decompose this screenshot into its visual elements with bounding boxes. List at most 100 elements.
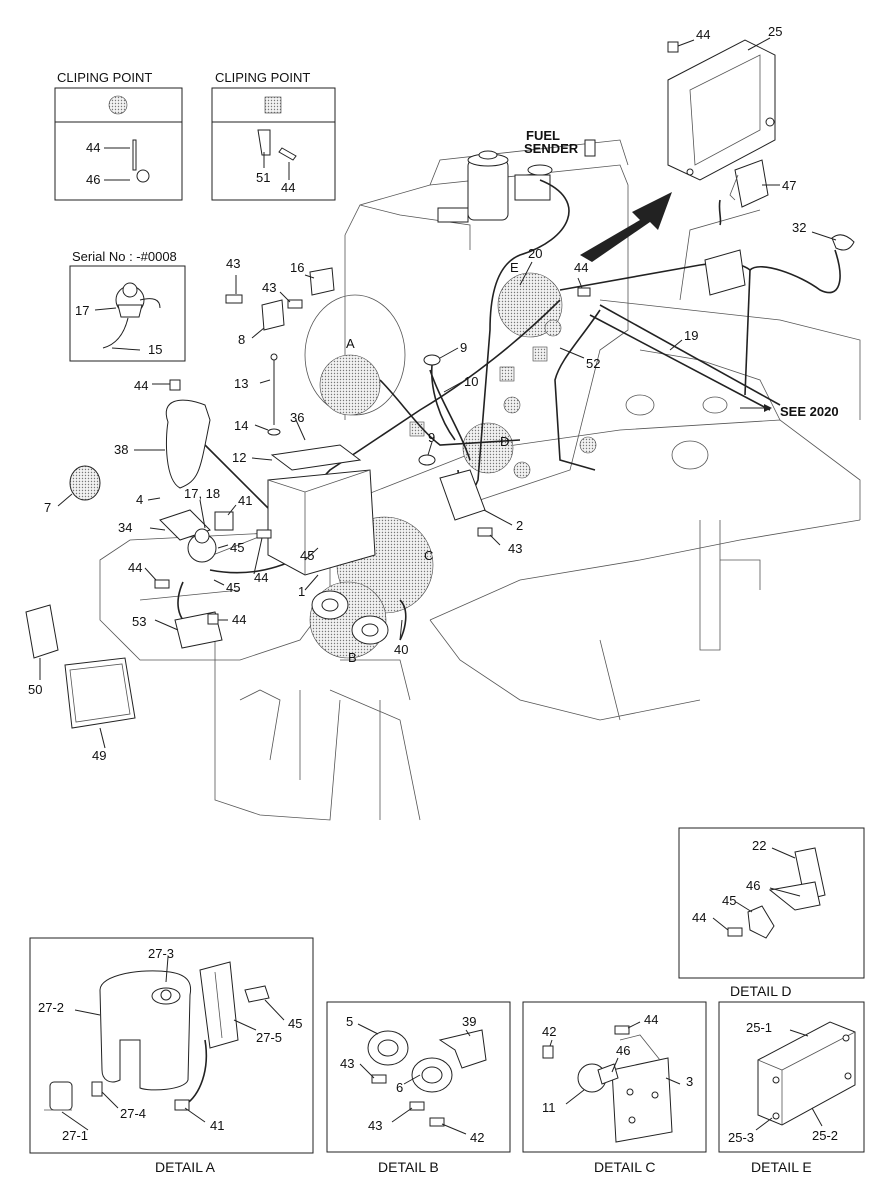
detail-d-label-46: 46 [746,878,760,893]
detail-c-label-42: 42 [542,1024,556,1039]
callout-44: 44 [134,378,148,393]
callout-32: 32 [792,220,806,235]
callout-17-18: 17, 18 [184,486,220,501]
main-parts [25,39,855,729]
detail-a: 27-3 27-2 27-5 45 27-4 27-1 41 DETAIL A [29,937,314,1175]
detail-b-label-5: 5 [346,1014,353,1029]
detail-c-caption: DETAIL C [594,1159,655,1175]
detail-zone-d [462,422,514,474]
detail-b-label-43-b: 43 [368,1118,382,1133]
detail-c-label-44: 44 [644,1012,658,1027]
main-labels: FUEL SENDER SEE 2020 44 25 47 32 20 E 44… [28,24,839,763]
detail-d-label-45: 45 [722,893,736,908]
detail-b-caption: DETAIL B [378,1159,439,1175]
detail-b-label-42: 42 [470,1130,484,1145]
clip-box-2: CLIPING POINT 51 44 [211,70,336,201]
callout-41: 41 [238,493,252,508]
detail-zone-a [319,354,381,416]
callout-52: 52 [586,356,600,371]
callout-c: C [424,548,433,563]
detail-b-label-39: 39 [462,1014,476,1029]
detail-c-label-3: 3 [686,1074,693,1089]
callout-50: 50 [28,682,42,697]
clip-box-2-label-51: 51 [256,170,270,185]
detail-e-label-25-2: 25-2 [812,1128,838,1143]
detail-d: 22 46 45 44 DETAIL D [678,827,865,999]
detail-c-label-46: 46 [616,1043,630,1058]
callout-43: 43 [508,541,522,556]
callout-a: A [346,336,355,351]
detail-a-label-27-2: 27-2 [38,1000,64,1015]
detail-c-label-11: 11 [542,1100,556,1115]
callout-44: 44 [232,612,246,627]
detail-a-label-45: 45 [288,1016,302,1031]
callout-25: 25 [768,24,782,39]
callout-9: 9 [428,430,435,445]
detail-a-caption: DETAIL A [155,1159,216,1175]
callout-38: 38 [114,442,128,457]
callout-34: 34 [118,520,132,535]
fuel-sender-label-1: FUEL [526,128,560,143]
detail-c: 44 42 46 3 11 DETAIL C [522,1001,707,1175]
callout-16: 16 [290,260,304,275]
callout-45: 45 [226,580,240,595]
callout-49: 49 [92,748,106,763]
callout-36: 36 [290,410,304,425]
callout-1: 1 [298,584,305,599]
detail-d-label-44: 44 [692,910,706,925]
detail-d-caption: DETAIL D [730,983,791,999]
serial-text: Serial No : -#0008 [72,249,177,264]
serial-label-15: 15 [148,342,162,357]
callout-20: 20 [528,246,542,261]
callout-40: 40 [394,642,408,657]
detail-e-label-25-1: 25-1 [746,1020,772,1035]
callout-9: 9 [460,340,467,355]
callout-47: 47 [782,178,796,193]
callout-10: 10 [464,374,478,389]
detail-e: 25-1 25-3 25-2 DETAIL E [718,1001,865,1175]
callout-43: 43 [262,280,276,295]
clip-box-2-title: CLIPING POINT [215,70,310,85]
callout-44: 44 [254,570,268,585]
direction-arrow [580,192,672,262]
callout-44: 44 [696,27,710,42]
callout-4: 4 [136,492,143,507]
detail-a-label-27-3: 27-3 [148,946,174,961]
machine-frame [99,139,861,821]
callout-8: 8 [238,332,245,347]
detail-zones [309,272,597,659]
callout-44: 44 [574,260,588,275]
callout-14: 14 [234,418,248,433]
detail-d-label-22: 22 [752,838,766,853]
callout-13: 13 [234,376,248,391]
callout-d: D [500,434,509,449]
detail-e-label-25-3: 25-3 [728,1130,754,1145]
clip-box-1-label-44: 44 [86,140,100,155]
clip-box-2-label-44: 44 [281,180,295,195]
callout-19: 19 [684,328,698,343]
serial-label-17: 17 [75,303,89,318]
callout-45: 45 [300,548,314,563]
callout-2: 2 [516,518,523,533]
clip-box-1-label-46: 46 [86,172,100,187]
fuel-sender-label-2: SENDER [524,141,579,156]
clip-point-round-icon [108,95,128,115]
detail-a-label-41: 41 [210,1118,224,1133]
detail-b-label-43: 43 [340,1056,354,1071]
detail-a-label-27-4: 27-4 [120,1106,146,1121]
detail-zone-e [497,272,563,338]
leader-lines [39,37,837,749]
callout-e: E [510,260,519,275]
callout-43: 43 [226,256,240,271]
detail-a-label-27-5: 27-5 [256,1030,282,1045]
callout-45: 45 [230,540,244,555]
detail-e-caption: DETAIL E [751,1159,812,1175]
serial-box: Serial No : -#0008 17 15 [69,249,186,362]
detail-b-label-6: 6 [396,1080,403,1095]
detail-b: 5 39 43 6 43 42 DETAIL B [326,1001,511,1175]
clip-box-1-title: CLIPING POINT [57,70,152,85]
detail-a-label-27-1: 27-1 [62,1128,88,1143]
callout-7: 7 [44,500,51,515]
callout-53: 53 [132,614,146,629]
clip-point-square-icon [264,96,282,114]
